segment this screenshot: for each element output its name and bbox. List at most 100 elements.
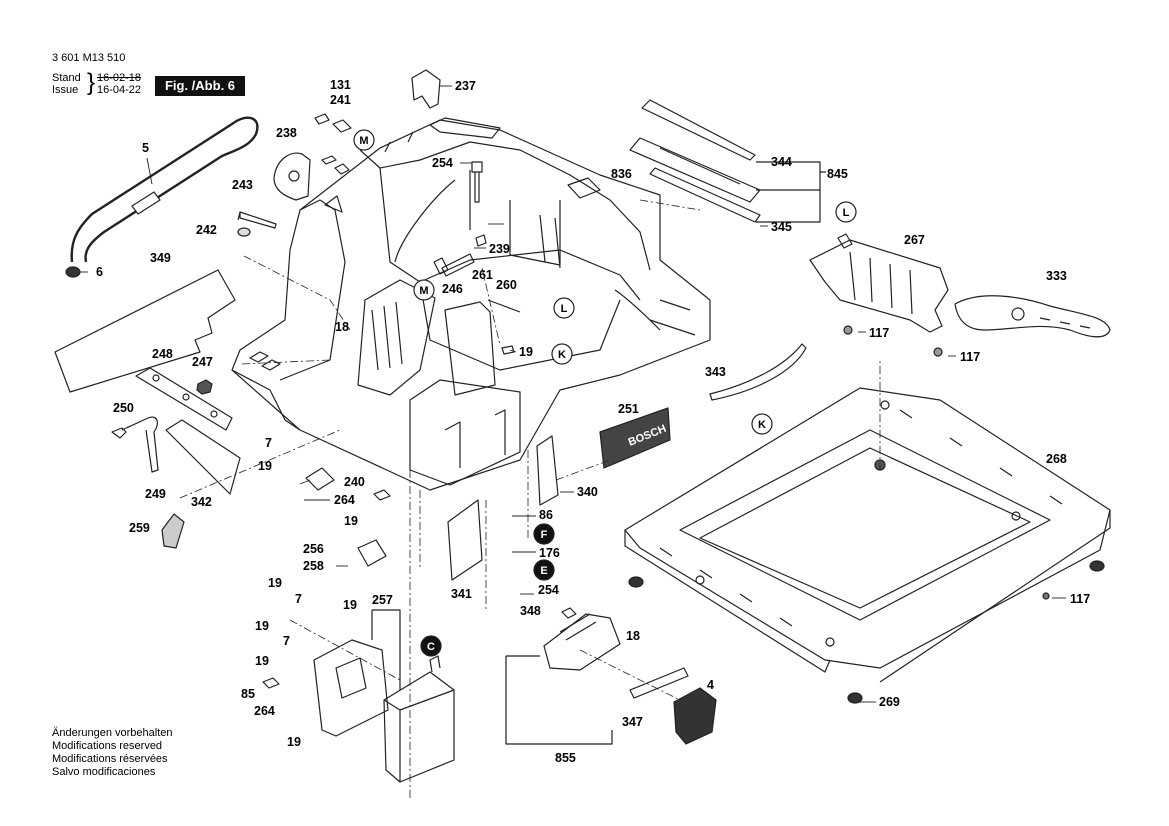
part-19: 19 (344, 514, 358, 528)
part-240: 240 (344, 475, 365, 489)
part-268: 268 (1046, 452, 1067, 466)
part-342: 342 (191, 495, 212, 509)
clip-237 (411, 69, 441, 109)
svg-text:E: E (540, 565, 547, 577)
doc-number: 3 601 M13 510 (52, 52, 126, 64)
part-19: 19 (287, 735, 301, 749)
brace-glyph: } (87, 69, 96, 96)
svg-text:K: K (558, 349, 566, 361)
callout-c: C (420, 635, 442, 657)
part-239: 239 (489, 242, 510, 256)
stand-date: 16-02-18 (97, 72, 142, 84)
note-fr: Modifications réservées (52, 753, 168, 765)
lever-243 (237, 211, 277, 229)
part-246: 246 (442, 282, 463, 296)
part-259: 259 (129, 521, 150, 535)
clip-264-lower (262, 677, 280, 689)
part-267: 267 (904, 233, 925, 247)
svg-text:L: L (843, 207, 850, 219)
note-es: Salvo modificaciones (52, 766, 156, 778)
clip-240 (305, 467, 335, 491)
note-en: Modifications reserved (52, 740, 163, 752)
part-258: 258 (303, 559, 324, 573)
part-349: 349 (150, 251, 171, 265)
callout-k-2: K (751, 413, 773, 435)
clip-264 (373, 489, 391, 501)
foot (1089, 560, 1105, 572)
part-249: 249 (145, 487, 166, 501)
svg-text:L: L (561, 303, 568, 315)
part-117: 117 (1070, 592, 1090, 606)
part-242: 242 (196, 223, 217, 237)
switch-housing-348 (543, 613, 621, 671)
screw-254-top (471, 161, 483, 203)
part-241: 241 (330, 93, 351, 107)
callout-f: F (533, 523, 555, 545)
part-237: 237 (455, 79, 476, 93)
part-345: 345 (771, 220, 792, 234)
badge-251 (599, 407, 671, 469)
part-264: 264 (334, 493, 355, 507)
stand-label: Stand (52, 72, 81, 84)
bracket-845 (756, 161, 826, 223)
svg-text:C: C (427, 641, 435, 653)
part-254: 254 (538, 583, 559, 597)
part-257: 257 (372, 593, 393, 607)
part-256: 256 (303, 542, 324, 556)
part-333: 333 (1046, 269, 1067, 283)
part-343: 343 (705, 365, 726, 379)
part-7: 7 (295, 592, 302, 606)
figure-label: Fig. /Abb. 6 (155, 76, 245, 96)
rail-bracket-267 (809, 239, 949, 333)
switch-box (383, 671, 455, 783)
part-4: 4 (707, 678, 714, 692)
bracket-855 (505, 655, 613, 745)
callout-m-2: M (413, 279, 435, 301)
part-250: 250 (113, 401, 134, 415)
part-344: 344 (771, 155, 792, 169)
part-19: 19 (258, 459, 272, 473)
switch-4 (673, 687, 717, 745)
note-de: Änderungen vorbehalten (52, 727, 173, 739)
part-117: 117 (960, 350, 980, 364)
part-348: 348 (520, 604, 541, 618)
bolt-246 (433, 253, 475, 277)
part-85: 85 (241, 687, 255, 701)
sheet-340 (536, 435, 559, 506)
strip-345 (649, 167, 761, 223)
issue-date: 16-04-22 (97, 84, 142, 96)
svg-text:M: M (419, 285, 428, 297)
screw-239 (475, 234, 487, 247)
part-19: 19 (255, 619, 269, 633)
strip-343 (709, 343, 807, 401)
part-340: 340 (577, 485, 598, 499)
part-260: 260 (496, 278, 517, 292)
callout-l-1: L (553, 297, 575, 319)
foot-269 (847, 692, 863, 704)
part-5: 5 (142, 141, 149, 155)
issue-label: Issue (52, 84, 79, 96)
part-117: 117 (869, 326, 889, 340)
sticker-347 (629, 667, 689, 699)
part-19: 19 (268, 576, 282, 590)
part-836: 836 (611, 167, 632, 181)
part-176: 176 (539, 546, 560, 560)
part-7: 7 (283, 634, 290, 648)
callout-l-2: L (835, 201, 857, 223)
screw-19-mid (501, 345, 515, 355)
part-18: 18 (626, 629, 640, 643)
foot (628, 576, 644, 588)
label-sheet-349 (54, 269, 236, 393)
part-243: 243 (232, 178, 253, 192)
bracket-248 (135, 367, 233, 431)
part-248: 248 (152, 347, 173, 361)
svg-text:K: K (758, 419, 766, 431)
bracket-238 (273, 152, 311, 201)
callout-k-1: K (551, 343, 573, 365)
switch-plate-257 (313, 639, 389, 737)
screws-131-241 (314, 113, 352, 175)
bracket-257 (371, 609, 401, 690)
part-845: 845 (827, 167, 848, 181)
part-19: 19 (255, 654, 269, 668)
